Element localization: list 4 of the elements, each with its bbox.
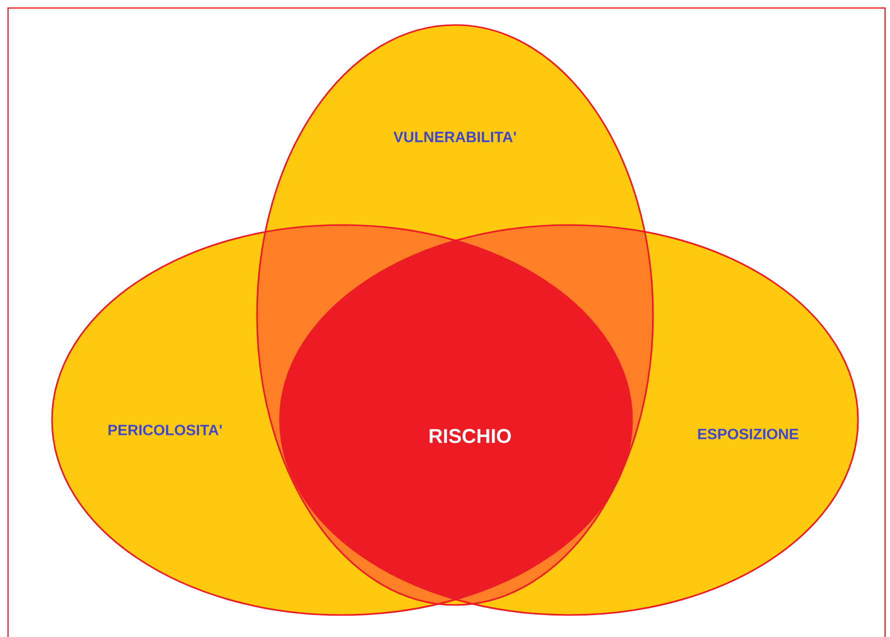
center-label: RISCHIO (430, 428, 511, 444)
ellipse-label: PERICOLOSITA' (108, 424, 222, 436)
ellipse-label: ESPOSIZIONE (698, 428, 798, 440)
ellipse-label: VULNERABILITA' (393, 132, 516, 142)
